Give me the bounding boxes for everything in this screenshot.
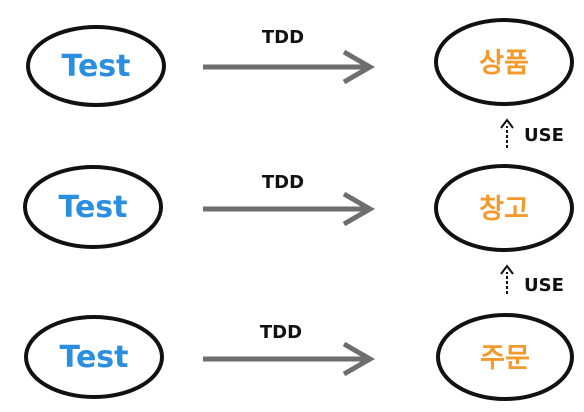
use-arrowhead-2 xyxy=(500,264,514,275)
domain-node-2-label: 창고 xyxy=(479,194,529,225)
test-node-1 xyxy=(26,25,166,107)
domain-node-3 xyxy=(436,313,574,401)
tdd-arrow-2 xyxy=(203,191,376,227)
domain-node-1 xyxy=(434,18,574,106)
tdd-label-2: TDD xyxy=(262,172,304,193)
use-link-1: USE xyxy=(500,118,564,148)
use-label-2: USE xyxy=(524,275,564,296)
tdd-label-3: TDD xyxy=(260,322,302,343)
test-node-3-label: Test xyxy=(59,340,128,375)
tdd-label-1: TDD xyxy=(262,27,304,48)
row-2: Test TDD 창고 xyxy=(23,164,574,252)
test-node-1-label: Test xyxy=(61,49,130,84)
domain-node-2 xyxy=(434,164,574,252)
row-1: Test TDD 상품 xyxy=(26,18,574,107)
use-arrowhead-1 xyxy=(500,118,514,129)
use-label-1: USE xyxy=(524,125,564,146)
test-node-3 xyxy=(24,315,164,399)
use-link-2: USE xyxy=(500,264,564,296)
tdd-arrow-3 xyxy=(203,341,376,377)
domain-node-1-label: 상품 xyxy=(479,48,529,79)
domain-node-3-label: 주문 xyxy=(480,343,530,374)
tdd-arrow-1 xyxy=(203,49,376,85)
test-node-2 xyxy=(23,165,163,249)
test-node-2-label: Test xyxy=(58,190,127,225)
row-3: Test TDD 주문 xyxy=(24,313,574,401)
